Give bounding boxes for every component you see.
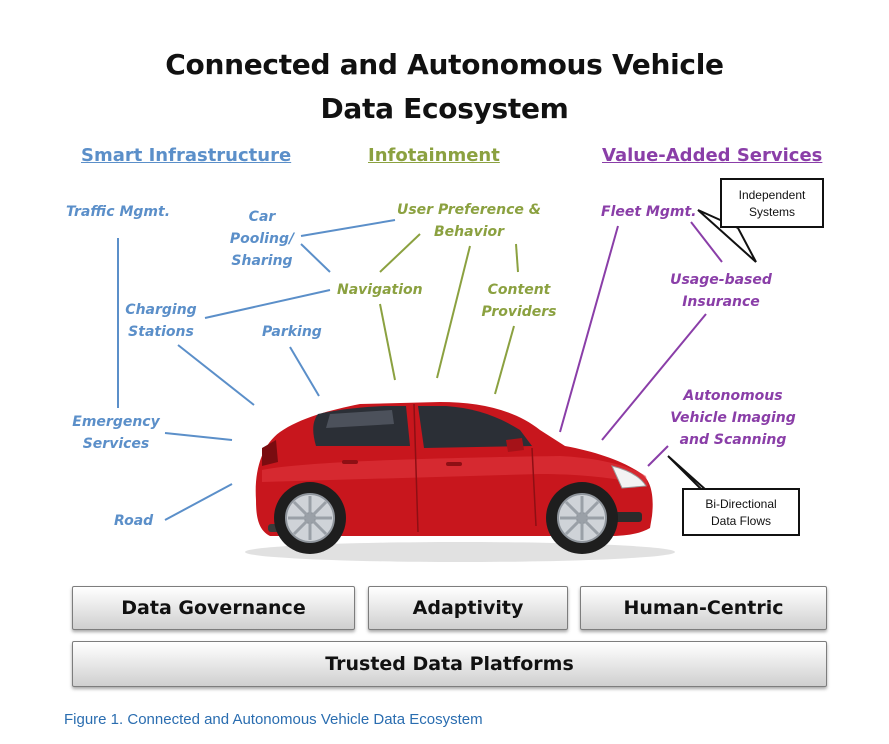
connector-user-pref-car <box>436 245 471 379</box>
connector-navigation-car <box>379 303 396 381</box>
car-illustration <box>245 402 675 562</box>
connector-pooling-navigation <box>300 243 331 273</box>
node-navigation: Navigation <box>337 282 423 298</box>
callout-bi-directional-data-flows: Bi-Directional Data Flows <box>682 488 800 536</box>
pillar-adaptivity: Adaptivity <box>368 586 568 630</box>
heading-infotainment: Infotainment <box>368 145 500 166</box>
connector-content-car <box>494 325 515 395</box>
node-content-providers: Content Providers <box>481 282 557 320</box>
connector-insurance-car <box>601 313 707 441</box>
connector-user-pref-navigation <box>379 233 421 273</box>
connector-lines <box>117 219 723 521</box>
node-charging-stations: Charging Stations <box>125 302 197 340</box>
heading-value-added-services: Value-Added Services <box>602 145 823 166</box>
node-road: Road <box>114 513 154 529</box>
diagram-title-line-1: Connected and Autonomous Vehicle <box>165 48 724 81</box>
node-user-preference-behavior: User Preference & Behavior <box>396 202 542 240</box>
base-trusted-data-platforms: Trusted Data Platforms <box>72 641 827 687</box>
node-usage-based-insurance: Usage-based Insurance <box>670 272 772 310</box>
connector-emergency-car <box>164 432 233 441</box>
connector-parking-car <box>289 346 320 397</box>
heading-smart-infrastructure: Smart Infrastructure <box>81 145 292 166</box>
pillar-human-centric: Human-Centric <box>580 586 827 630</box>
connector-pooling-user-pref <box>300 219 396 237</box>
node-fleet-mgmt: Fleet Mgmt. <box>601 204 697 220</box>
connector-road-car <box>164 483 233 521</box>
diagram-title-line-2: Data Ecosystem <box>320 92 569 125</box>
node-traffic-mgmt: Traffic Mgmt. <box>66 204 171 220</box>
pillar-data-governance: Data Governance <box>72 586 355 630</box>
connector-user-pref-content <box>515 243 519 273</box>
connector-charging-navigation <box>204 289 331 319</box>
node-parking: Parking <box>262 324 322 340</box>
callout-independent-systems: Independent Systems <box>720 178 824 228</box>
independent-systems-pointer <box>697 209 757 263</box>
connector-fleet-car <box>559 225 619 433</box>
figure-caption: Figure 1. Connected and Autonomous Vehic… <box>64 711 483 728</box>
node-emergency-services: Emergency Services <box>72 414 160 452</box>
connector-fleet-insurance <box>690 221 723 263</box>
connector-charging-car <box>177 344 255 406</box>
node-autonomous-vehicle-imaging: Autonomous Vehicle Imaging and Scanning <box>670 388 796 448</box>
node-car-pooling-sharing: Car Pooling/ Sharing <box>229 209 295 269</box>
connector-imaging-car <box>647 445 669 467</box>
